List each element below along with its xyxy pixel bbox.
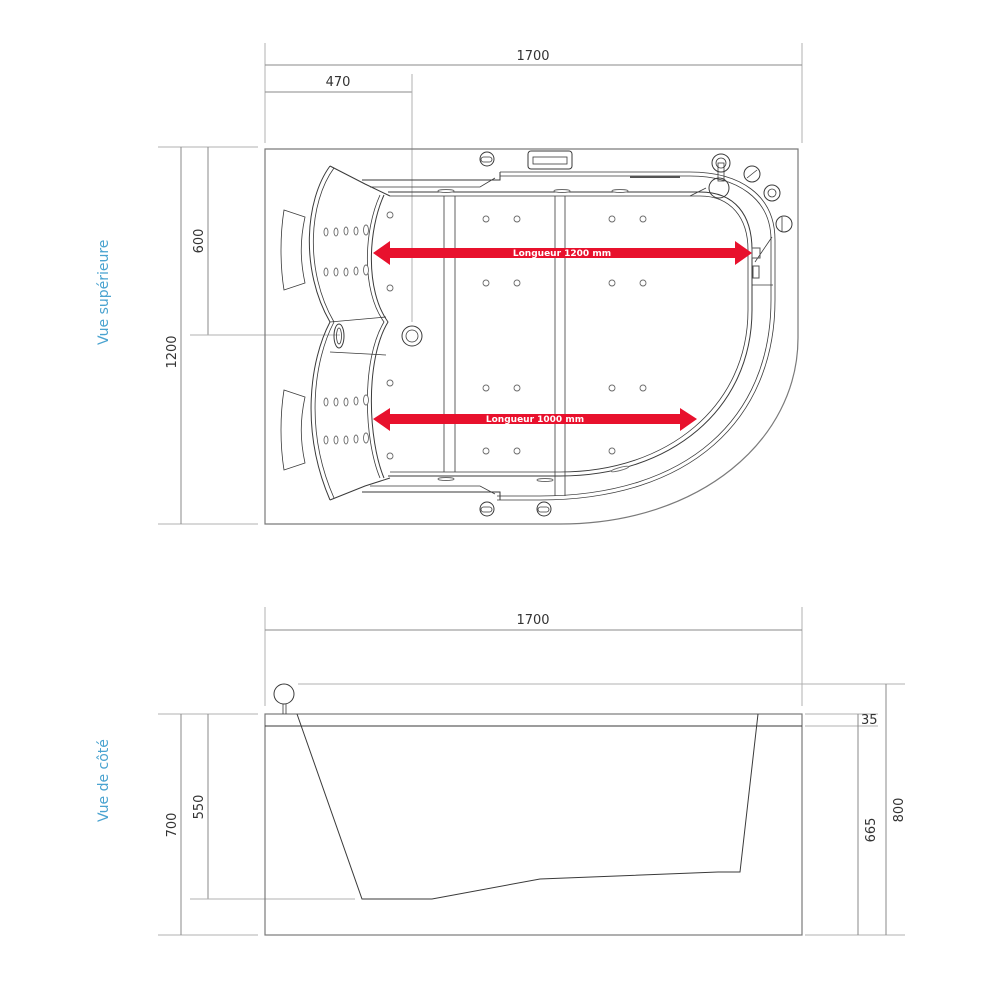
dim-label-665: 665: [864, 818, 879, 843]
dim-top-drain-offset: 470: [265, 74, 413, 322]
top-view: Vue supérieure 1700 470 1200 600: [96, 43, 803, 525]
floor-jets: [386, 211, 647, 460]
faucet-side: [273, 683, 295, 705]
dim-label-1700: 1700: [516, 49, 549, 64]
measure-label-1000: Longueur 1000 mm: [486, 415, 584, 425]
dim-side-label-1700: 1700: [516, 613, 549, 628]
dim-label-1200: 1200: [165, 335, 180, 368]
dim-side-right: 35 665 800: [298, 683, 907, 936]
back-jets: [323, 224, 369, 445]
measure-arrow-1200: Longueur 1200 mm: [373, 241, 752, 265]
tub-side-basin-profile: [296, 713, 759, 900]
top-fixtures: [479, 150, 573, 517]
dim-label-600: 600: [192, 229, 207, 254]
side-view: Vue de côté 1700 700 550 35 6: [96, 607, 907, 936]
dim-label-550: 550: [192, 795, 207, 820]
top-view-label: Vue supérieure: [96, 240, 112, 345]
tub-outer-shell: [264, 148, 799, 525]
dim-side-left: 700 550: [158, 713, 355, 936]
faucet-controls: [689, 153, 793, 286]
side-view-label: Vue de côté: [96, 739, 112, 822]
dim-label-700: 700: [165, 813, 180, 838]
dim-label-470: 470: [326, 75, 351, 90]
tub-side-apron: [264, 713, 803, 936]
measure-arrow-1000: Longueur 1000 mm: [373, 408, 697, 431]
dim-top-length: 1700: [264, 43, 803, 143]
dim-side-length: 1700: [264, 607, 803, 706]
dim-label-35: 35: [861, 713, 878, 728]
dim-top-width: 1200 600: [158, 146, 340, 525]
measure-label-1200: Longueur 1200 mm: [513, 249, 611, 259]
tub-inner-basin: [388, 191, 753, 477]
dim-label-800: 800: [892, 798, 907, 823]
